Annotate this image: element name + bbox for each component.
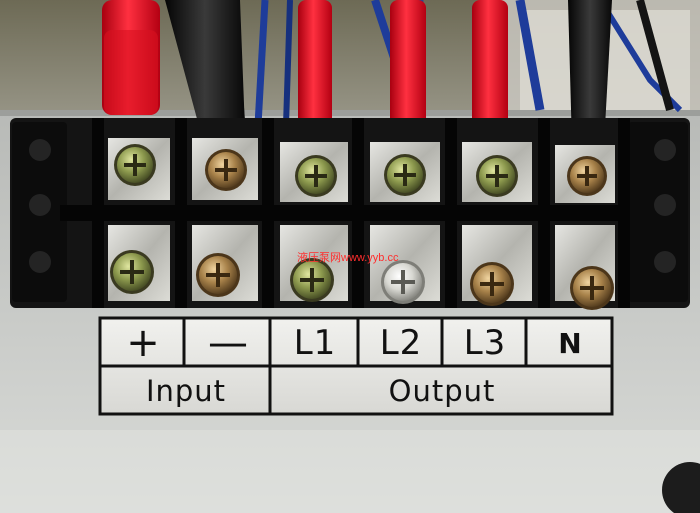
red-wire-l1 xyxy=(298,0,332,130)
black-wire-minus xyxy=(165,0,245,130)
screw-l3-bottom xyxy=(470,262,514,306)
screw-l1-bottom xyxy=(290,258,334,302)
red-wire-l2 xyxy=(390,0,426,130)
screw-n-bottom xyxy=(570,266,614,310)
screw-minus-bottom xyxy=(196,253,240,297)
screw-plus-bottom xyxy=(110,250,154,294)
screw-l1-top xyxy=(295,155,337,197)
screw-l2-bottom xyxy=(381,260,425,304)
group-label-input: Input xyxy=(145,374,227,408)
screws-top-row xyxy=(114,144,607,197)
rotary-knob xyxy=(662,462,700,513)
watermark-text: 液压泵网www.yyb.cc xyxy=(297,252,399,264)
terminal-label-plus: + xyxy=(126,320,160,366)
group-label-output: Output xyxy=(388,374,496,408)
screw-n-top xyxy=(567,156,607,196)
screw-minus-top xyxy=(205,149,247,191)
black-wire-n xyxy=(568,0,612,145)
terminal-label-l2: L2 xyxy=(379,323,423,363)
terminal-label-n: N xyxy=(558,326,582,360)
screw-l3-top xyxy=(476,155,518,197)
red-wire-l3 xyxy=(472,0,508,140)
cable-set xyxy=(102,0,612,145)
label-plate xyxy=(98,316,614,416)
terminal-label-minus: — xyxy=(208,320,248,366)
terminal-label-l1: L1 xyxy=(293,323,337,363)
screw-l2-top xyxy=(384,154,426,196)
terminal-label-l3: L3 xyxy=(463,323,507,363)
screws-bottom-row xyxy=(110,250,614,310)
screw-plus-top xyxy=(114,144,156,186)
